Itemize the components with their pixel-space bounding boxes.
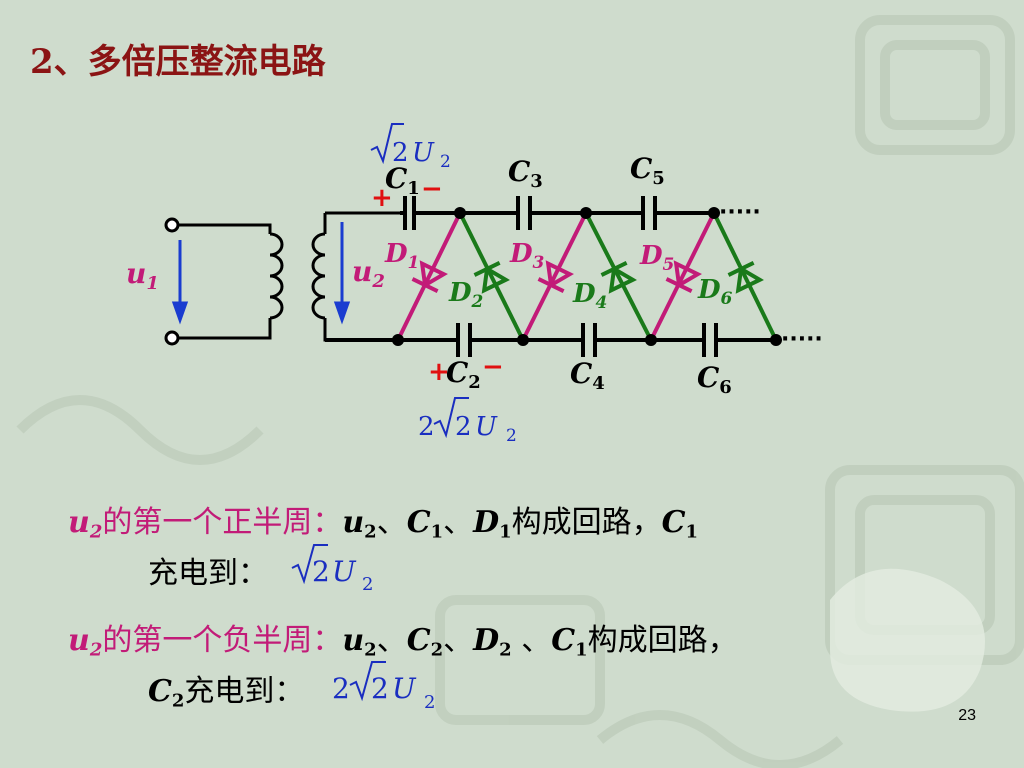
positive-half-cycle-line1: u2的第一个正半周：u2、C1、D1构成回路，C1 [68,505,699,543]
negative-half-cycle-line2: C2充电到： [148,674,305,712]
positive-half-formula: 2 U 2 [291,544,373,595]
label-c5: C5 [630,152,665,189]
negative-half-cycle-line1: u2的第一个负半周：u2、C2、D2 、C1构成回路， [68,623,738,661]
junction-nodes [392,207,782,346]
svg-text:2: 2 [362,574,373,595]
c1-voltage-formula: 2 U 2 [370,123,451,172]
capacitor-c6-symbol [702,323,718,357]
label-d5: D5 [639,241,674,275]
label-d2: D2 [448,278,484,312]
svg-text:2: 2 [332,672,350,705]
capacitor-c3-symbol [516,196,532,230]
diode-d4-symbol [600,260,637,294]
label-d4: D4 [572,279,607,313]
capacitor-c4-symbol [581,323,597,357]
svg-text:2: 2 [506,426,517,446]
continuation-dots-bottom: ····· [781,327,823,352]
slide-title: 2、多倍压整流电路 [30,42,326,82]
svg-text:U: U [392,672,417,705]
c1-minus-sign: − [421,174,443,204]
dragon-ornament [830,568,985,712]
svg-text:U: U [475,412,498,442]
diode-branches-magenta [396,212,716,341]
capacitor-c2-symbol [456,323,472,357]
capacitors [403,196,718,357]
positive-half-phrase: 的第一个正半周： [102,505,343,540]
negative-half-formula: 2 2 U 2 [332,661,435,713]
diode-branches-green [458,212,778,341]
slide-number: 23 [958,707,976,724]
diode-d5-symbol [665,260,702,294]
label-u1: u1 [126,257,159,294]
input-terminal-bottom [164,330,180,346]
arrow-u2-head [333,301,351,325]
label-c2: C2 [446,356,481,393]
diode-d1-symbol [411,260,448,294]
secondary-coil [311,232,326,320]
voltage-arrows [171,222,351,325]
label-c6: C6 [697,361,732,398]
label-d6: D6 [697,275,733,309]
capacitor-c1-symbol [403,196,416,230]
svg-text:U: U [332,555,357,588]
label-d3: D3 [509,239,545,273]
label-c1: C1 [385,162,420,199]
c2-minus-sign: − [482,352,504,382]
arrow-u1-head [171,301,189,325]
svg-text:U: U [412,138,435,168]
svg-text:2: 2 [440,152,451,172]
continuation-dots-top: ····· [719,200,761,225]
svg-text:2: 2 [455,412,472,442]
positive-half-cycle-line2: 充电到： [148,556,268,591]
c1-plus-sign: + [371,183,393,213]
negative-half-phrase: 的第一个负半周： [102,623,343,658]
diode-d3-symbol [537,260,574,294]
svg-text:2: 2 [371,672,389,705]
c2-voltage-formula: 2 2 U 2 [418,397,517,446]
label-d1: D1 [384,239,419,273]
label-c4: C4 [570,357,605,394]
c2-plus-sign: + [428,357,450,387]
label-u2: u2 [352,255,385,292]
input-terminal-top [164,217,180,233]
diode-d6-symbol [727,260,764,294]
svg-text:2: 2 [312,555,330,588]
svg-text:2: 2 [424,692,435,713]
label-c3: C3 [508,155,543,192]
svg-text:2: 2 [418,412,435,442]
input-terminals [164,217,180,346]
primary-coil [269,232,284,320]
diode-d2-symbol [473,260,510,294]
capacitor-c5-symbol [641,196,657,230]
svg-text:2: 2 [392,138,409,168]
